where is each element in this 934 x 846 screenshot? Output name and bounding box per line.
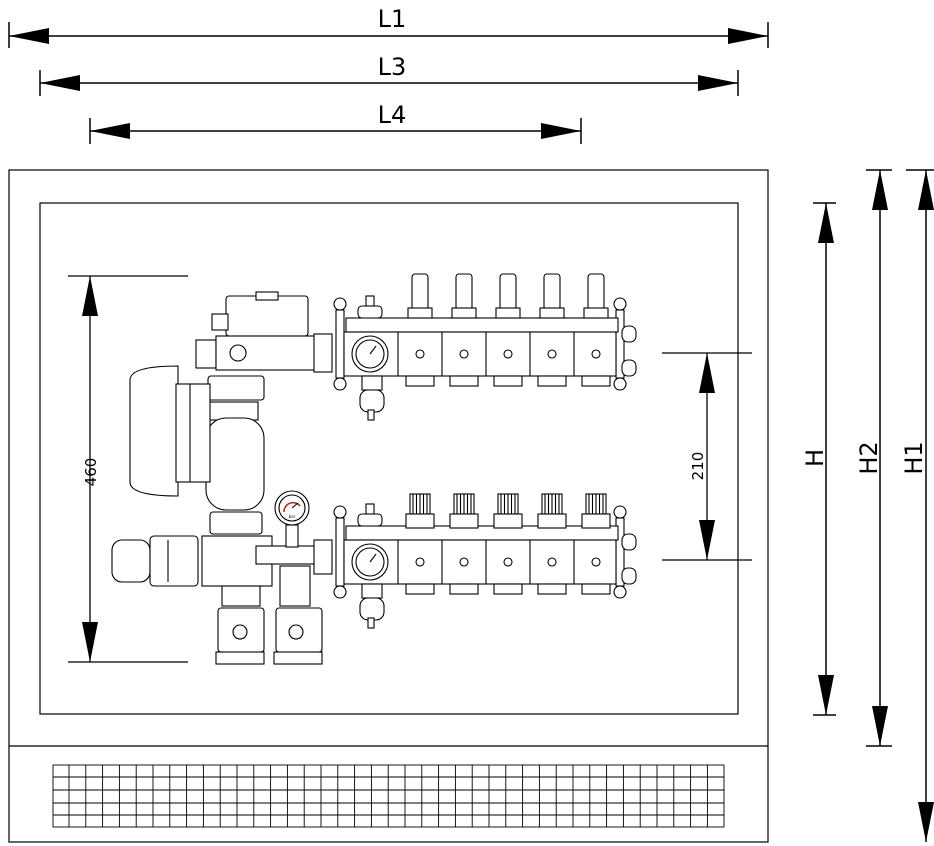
dim-label-H: H	[801, 449, 829, 467]
manifolds	[333, 273, 637, 629]
outlet-return-5	[573, 493, 611, 595]
outlet-flow-2	[441, 273, 479, 387]
upper-manifold	[333, 273, 637, 421]
outlet-return-3	[485, 493, 523, 595]
dim-label-L1: L1	[378, 5, 407, 33]
ventilation-grille	[52, 764, 725, 828]
dim-label-460: 460	[82, 458, 100, 487]
pump-group	[111, 291, 333, 665]
outlet-flow-4	[529, 273, 567, 387]
outlet-return-2	[441, 493, 479, 595]
dim-label-H2: H2	[855, 441, 883, 474]
dim-label-210: 210	[689, 452, 707, 481]
dim-L4	[89, 118, 582, 144]
dim-460	[68, 275, 188, 663]
lower-manifold	[333, 493, 637, 629]
dim-H2	[866, 169, 892, 747]
outlet-flow-3	[485, 273, 523, 387]
outlet-flow-5	[573, 273, 611, 387]
dim-210	[662, 352, 752, 561]
dim-H1	[906, 169, 934, 842]
outlet-return-1	[397, 493, 435, 595]
outlet-flow-1	[397, 273, 435, 387]
cabinet	[8, 169, 769, 843]
dim-H	[813, 202, 836, 716]
dim-L1	[8, 22, 769, 48]
dim-label-L3: L3	[378, 53, 407, 81]
gauge-unit-label: bar	[289, 514, 296, 519]
outlet-return-4	[529, 493, 567, 595]
dim-label-H1: H1	[900, 441, 928, 474]
dim-label-L4: L4	[378, 101, 407, 129]
dim-L3	[39, 70, 739, 96]
